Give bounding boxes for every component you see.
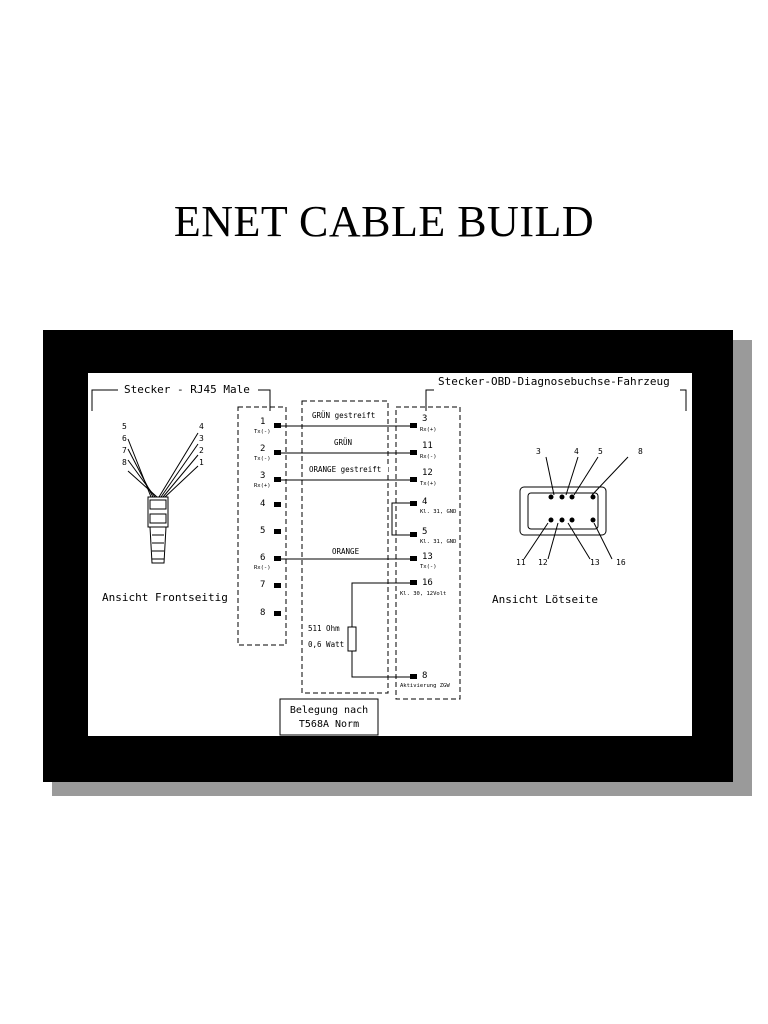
wire-channel-box bbox=[301, 400, 389, 694]
rj45-pin-label: 6 bbox=[122, 434, 127, 443]
obd-pin-label: 5 bbox=[598, 447, 603, 456]
obd-pin-label: 12 bbox=[538, 558, 548, 567]
left-pin-signal: Tx(-) bbox=[254, 429, 271, 435]
left-pin-number: 7 bbox=[260, 580, 265, 590]
left-pin-number: 6 bbox=[260, 553, 265, 563]
wiring-diagram: Stecker - RJ45 Male Stecker-OBD-Diagnose… bbox=[91, 374, 687, 736]
obd-connector-drawing bbox=[519, 456, 629, 560]
right-pin-number: 3 bbox=[422, 414, 427, 424]
rj45-pin-label: 3 bbox=[199, 434, 204, 443]
rj45-plug-drawing bbox=[127, 432, 199, 564]
rj45-pin-label: 1 bbox=[199, 458, 204, 467]
left-pin-number: 3 bbox=[260, 471, 265, 481]
right-pin-signal: Kl. 30, 12Volt bbox=[400, 591, 446, 597]
wire-label: ORANGE gestreift bbox=[309, 465, 381, 474]
left-view-label: Ansicht Frontseitig bbox=[102, 591, 228, 604]
right-bracket-line bbox=[425, 389, 434, 411]
obd-pin-label: 4 bbox=[574, 447, 579, 456]
norm-label: T568A Norm bbox=[299, 719, 359, 730]
wire-label: GRÜN gestreift bbox=[312, 411, 375, 420]
right-pin-number: 13 bbox=[422, 552, 433, 562]
right-pin-signal: Aktivierung ZGW bbox=[400, 683, 450, 689]
left-pin-number: 8 bbox=[260, 608, 265, 618]
wire-to-resistor bbox=[351, 582, 412, 627]
left-bracket-line bbox=[91, 389, 118, 411]
obd-pin-label: 11 bbox=[516, 558, 526, 567]
wire-from-resistor bbox=[351, 651, 412, 678]
obd-pin-box bbox=[395, 406, 461, 700]
resistor-label: 511 Ohm bbox=[308, 624, 340, 633]
right-pin-signal: Kl. 31, GND bbox=[420, 539, 456, 545]
left-pin-number: 2 bbox=[260, 444, 265, 454]
left-pin-number: 1 bbox=[260, 417, 265, 427]
right-pin-number: 16 bbox=[422, 578, 433, 588]
wiring-diagram-panel: Stecker - RJ45 Male Stecker-OBD-Diagnose… bbox=[88, 373, 692, 736]
left-bracket-line-end bbox=[258, 389, 271, 411]
obd-pin-label: 16 bbox=[616, 558, 626, 567]
norm-label: Belegung nach bbox=[290, 705, 368, 716]
rj45-pin-label: 2 bbox=[199, 446, 204, 455]
rj45-pin-label: 7 bbox=[122, 446, 127, 455]
left-pin-signal: Tx(-) bbox=[254, 456, 271, 462]
norm-box bbox=[279, 698, 379, 736]
left-pin-signal: Rx(+) bbox=[254, 483, 271, 489]
right-pin-signal: Kl. 31, GND bbox=[420, 509, 456, 515]
right-view-label: Ansicht Lötseite bbox=[492, 593, 598, 606]
wire-label: ORANGE bbox=[332, 547, 360, 556]
obd-pin-label: 13 bbox=[590, 558, 600, 567]
right-pin-signal: Tx(-) bbox=[420, 564, 437, 570]
pin-markers bbox=[274, 423, 596, 679]
rj45-pin-box bbox=[237, 406, 287, 646]
wire-label: GRÜN bbox=[334, 438, 352, 447]
left-pin-number: 4 bbox=[260, 499, 265, 509]
right-pin-number: 8 bbox=[422, 671, 427, 681]
resistor bbox=[347, 626, 357, 652]
right-pin-number: 12 bbox=[422, 468, 433, 478]
right-pin-signal: Tx(+) bbox=[420, 481, 437, 487]
obd-pin-label: 8 bbox=[638, 447, 643, 456]
right-pin-signal: Rx(-) bbox=[420, 454, 437, 460]
right-pin-number: 11 bbox=[422, 441, 433, 451]
page-title: ENET CABLE BUILD bbox=[173, 197, 595, 246]
right-bracket-line-end bbox=[680, 389, 687, 411]
obd-pin-label: 3 bbox=[536, 447, 541, 456]
left-connector-title: Stecker - RJ45 Male bbox=[124, 383, 250, 396]
rj45-pin-label: 5 bbox=[122, 422, 127, 431]
rj45-pin-label: 4 bbox=[199, 422, 204, 431]
resistor-label: 0,6 Watt bbox=[308, 640, 344, 649]
wire-gnd-bridge bbox=[391, 502, 412, 536]
right-pin-number: 5 bbox=[422, 527, 427, 537]
left-pin-signal: Rx(-) bbox=[254, 565, 271, 571]
right-connector-title: Stecker-OBD-Diagnosebuchse-Fahrzeug bbox=[438, 375, 670, 388]
rj45-pin-label: 8 bbox=[122, 458, 127, 467]
right-pin-number: 4 bbox=[422, 497, 427, 507]
left-pin-number: 5 bbox=[260, 526, 265, 536]
right-pin-signal: Rx(+) bbox=[420, 427, 437, 433]
